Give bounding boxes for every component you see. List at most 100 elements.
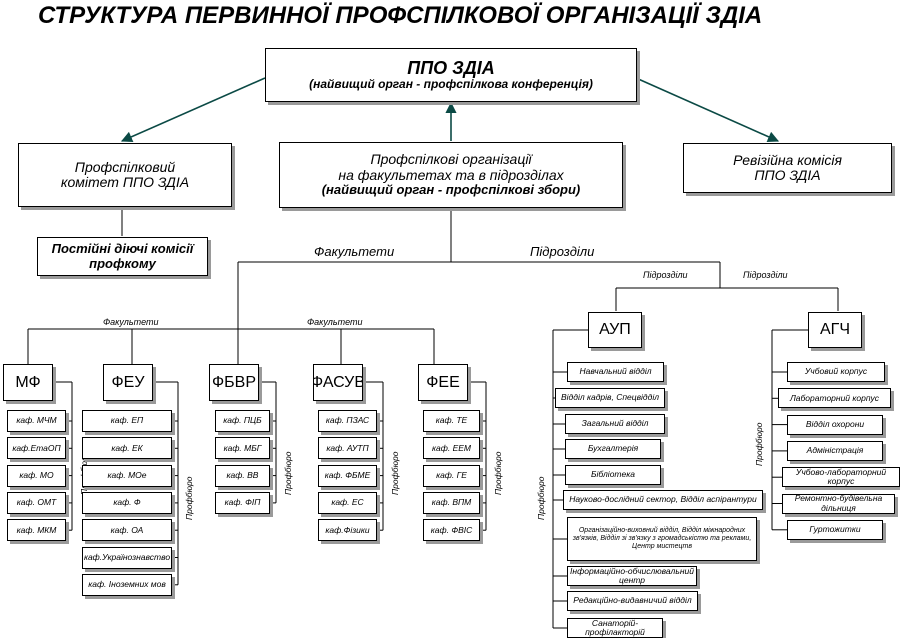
faculty-4-dept-1: каф. ЕЕМ — [423, 437, 480, 460]
agch-unit-2-label: Відділ охорони — [805, 418, 865, 429]
faculty-2-dept-1-label: каф. МБГ — [223, 442, 262, 453]
faculty-1-box: ФЕУ — [103, 364, 153, 401]
faculty-1-dept-0: каф. ЕП — [82, 410, 172, 432]
label-units-right: Підрозділи — [743, 270, 788, 280]
bureau-label-agch: Профбюро — [754, 422, 764, 466]
agch-box: АГЧ — [808, 312, 862, 348]
faculty-3-dept-1: каф. АУТП — [318, 437, 377, 460]
faculty-0-dept-2-label: каф. МО — [19, 469, 54, 480]
arrow-to-committee — [120, 77, 266, 143]
agch-unit-3: Адміністрація — [787, 440, 883, 461]
aup-unit-2-label: Загальний відділ — [581, 418, 649, 429]
committee-box: Профспілковий комітет ППО ЗДІА — [18, 143, 232, 207]
faculty-1-dept-3: каф. Ф — [82, 491, 172, 514]
faculty-2-dept-2-label: каф. ВВ — [226, 469, 259, 480]
agch-unit-5-label: Ремонтно-будівельна дільниця — [794, 493, 883, 513]
aup-unit-7-label: Інформаційно-обчислювальний центр — [570, 566, 694, 585]
orgs-line3: (найвищий орган - профспілкові збори) — [321, 182, 581, 198]
faculty-2-box: ФБВР — [209, 364, 259, 401]
faculty-3-box-label: ФАСУВ — [313, 373, 363, 391]
faculty-2-dept-3-label: каф. ФІП — [224, 497, 261, 508]
faculty-3-dept-3-label: каф. ЕС — [331, 497, 364, 508]
agch-unit-2: Відділ охорони — [787, 414, 883, 435]
faculty-1-dept-6-label: каф. Іноземних мов — [88, 579, 166, 590]
faculty-1-dept-1: каф. ЕК — [82, 437, 172, 460]
faculty-1-dept-2-label: каф. МОе — [107, 469, 147, 480]
faculty-4-dept-4: каф. ФВІС — [423, 519, 480, 542]
aup-unit-2: Загальний відділ — [565, 414, 665, 434]
aup-box-label: АУП — [599, 321, 631, 339]
aup-unit-4: Бібліотека — [565, 465, 661, 485]
commissions-line2: профкому — [89, 255, 156, 271]
faculty-0-dept-3: каф. ОМТ — [7, 491, 66, 514]
faculty-1-box-label: ФЕУ — [111, 373, 145, 391]
aup-unit-8-label: Редакційно-видавничий відділ — [573, 595, 692, 606]
faculty-2-dept-2: каф. ВВ — [215, 464, 270, 487]
faculty-0-dept-2: каф. МО — [7, 464, 66, 487]
top-org-note: (найвищий орган - профспілкова конференц… — [309, 77, 593, 92]
faculty-4-box-label: ФЕЕ — [426, 373, 460, 391]
commissions-line1: Постійні діючі комісії — [51, 241, 194, 257]
aup-unit-3: Бухгалтерія — [565, 439, 661, 459]
bureau-label-aup: Профбюро — [536, 476, 546, 520]
agch-unit-5: Ремонтно-будівельна дільниця — [782, 493, 895, 514]
top-organization-box: ППО ЗДІА (найвищий орган - профспілкова … — [265, 48, 637, 102]
faculty-2-dept-3: каф. ФІП — [215, 491, 270, 514]
aup-unit-1: Відділ кадрів, Спецвідділ — [555, 388, 665, 408]
faculty-4-dept-4-label: каф. ФВІС — [430, 524, 473, 535]
faculty-0-box-label: МФ — [15, 373, 41, 391]
faculty-3-dept-0-label: каф. ПЗАС — [325, 415, 370, 426]
label-units-main: Підрозділи — [530, 244, 595, 259]
committee-line2: комітет ППО ЗДІА — [60, 174, 190, 190]
faculty-3-dept-4: каф.Фізики — [318, 519, 377, 542]
faculty-3-box: ФАСУВ — [313, 364, 363, 401]
agch-unit-6-label: Гуртожитки — [809, 524, 861, 535]
orgs-line1: Профспілкові організації — [370, 151, 532, 168]
faculty-1-dept-6: каф. Іноземних мов — [82, 573, 172, 596]
faculty-2-dept-1: каф. МБГ — [215, 437, 270, 460]
agch-unit-4: Учбово-лабораторний корпус — [782, 467, 900, 488]
committee-line1: Профспілковий — [74, 158, 176, 175]
faculty-4-box: ФЕЕ — [418, 364, 468, 401]
audit-line2: ППО ЗДІА — [754, 167, 821, 183]
faculty-0-box: МФ — [3, 364, 53, 401]
agch-unit-3-label: Адміністрація — [806, 445, 864, 456]
bureau-label-faculty-4: Профбюро — [493, 451, 503, 495]
audit-line1: Ревізійна комісія — [733, 151, 842, 168]
aup-unit-3-label: Бухгалтерія — [587, 443, 639, 454]
aup-unit-6: Організаційно-виховний відділ, Відділ мі… — [567, 517, 757, 561]
page-title: СТРУКТУРА ПЕРВИННОЇ ПРОФСПІЛКОВОЇ ОРГАНІ… — [38, 2, 763, 29]
agch-unit-0: Учбовий корпус — [787, 362, 885, 382]
faculty-0-dept-1: каф.ЕтаОП — [7, 437, 66, 460]
faculty-4-dept-2: каф. ГЕ — [423, 464, 480, 487]
aup-unit-8: Редакційно-видавничий відділ — [567, 591, 698, 611]
commissions-box: Постійні діючі комісії профкому — [37, 237, 208, 276]
faculty-2-dept-0: каф. ПЦБ — [215, 410, 270, 432]
label-faculties-main: Факультети — [314, 244, 395, 259]
faculty-1-dept-3-label: каф. Ф — [113, 497, 141, 508]
faculty-1-dept-1-label: каф. ЕК — [111, 442, 143, 453]
aup-unit-6-label: Організаційно-виховний відділ, Відділ мі… — [572, 527, 752, 550]
orgs-line2: на факультетах та в підрозділах — [338, 166, 564, 183]
faculty-3-dept-4-label: каф.Фізики — [325, 524, 370, 535]
agch-unit-4-label: Учбово-лабораторний корпус — [795, 467, 887, 487]
faculty-4-dept-1-label: каф. ЕЕМ — [432, 442, 471, 453]
faculty-0-dept-1-label: каф.ЕтаОП — [12, 442, 61, 453]
faculty-3-dept-2-label: каф. ФБМЕ — [324, 469, 371, 480]
faculty-4-dept-0: каф. ТЕ — [423, 410, 480, 432]
label-faculties-right: Факультети — [307, 317, 363, 327]
agch-unit-6: Гуртожитки — [787, 519, 883, 540]
aup-unit-5-label: Науково-дослідний сектор, Відділ аспіран… — [569, 494, 757, 505]
arrow-to-audit — [635, 77, 780, 143]
aup-unit-9: Санаторій-профілакторій — [567, 618, 663, 638]
faculty-4-dept-2-label: каф. ГЕ — [436, 469, 467, 480]
bureau-label-faculty-1: Профбюро — [184, 476, 194, 520]
top-org-name: ППО ЗДІА — [407, 57, 495, 78]
faculty-1-dept-0-label: каф. ЕП — [110, 415, 144, 426]
orgs-box: Профспілкові організації на факультетах … — [279, 142, 623, 208]
agch-unit-0-label: Учбовий корпус — [804, 366, 868, 377]
faculty-4-dept-0-label: каф. ТЕ — [435, 415, 468, 426]
aup-unit-0-label: Навчальний відділ — [579, 366, 652, 377]
